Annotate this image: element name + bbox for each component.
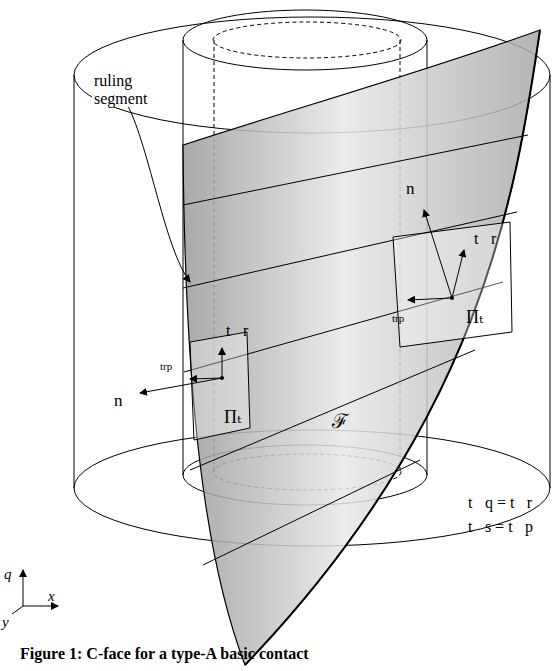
surface-label: ℱ [332,410,348,432]
figure-caption: Figure 1: C-face for a type-A basic cont… [20,645,309,663]
vector-label: trp [392,312,404,324]
axis-label: q [4,566,12,583]
vector-label: t⃗r [226,322,248,340]
axis-label: y [2,614,9,631]
equation-label: t⃗s = t⃗p [468,518,533,536]
plane-label: Πₜ [466,308,483,328]
vector-label: n⃗ [406,180,428,199]
vector-label: n⃗ [112,392,138,411]
vector-label: trp [160,360,172,372]
plane-label: Πₜ [224,408,241,428]
vector-label: t⃗r [474,230,496,248]
axis-label: x [48,588,55,605]
callout-label: ruling segment [92,72,166,107]
equation-label: t⃗q = t⃗r [468,494,532,512]
